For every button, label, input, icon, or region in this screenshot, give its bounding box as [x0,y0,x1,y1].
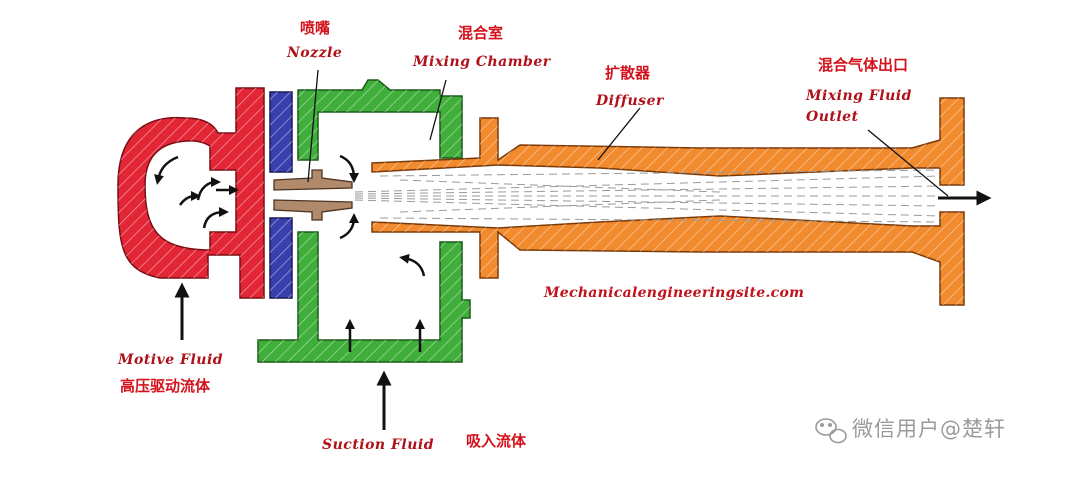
outlet-label-zh: 混合气体出口 [818,56,909,74]
watermark-text: 微信用户@楚轩 [852,417,1006,441]
suction-fluid-label-en: Suction Fluid [322,437,435,453]
jet-stream-lines [354,169,941,223]
outlet-label-en-line2: Outlet [806,109,859,125]
diffuser-body [371,97,965,306]
motive-fluid-label-en: Motive Fluid [118,352,224,368]
website-label: Mechanicalengineeringsite.com [544,285,805,301]
nozzle-label-zh: 喷嘴 [300,19,331,37]
suction-fluid-label-zh: 吸入流体 [466,432,527,450]
mixing-chamber-label-zh: 混合室 [458,24,504,42]
outlet-label-en-line1: Mixing Fluid [806,88,912,104]
motive-fluid-label-zh: 高压驱动流体 [120,377,211,395]
leader-lines [307,69,949,197]
nozzle-label-en: Nozzle [287,45,343,61]
motive-inlet-body [117,87,265,299]
mixing-chamber-label-en: Mixing Chamber [413,54,551,70]
mixing-chamber-body [257,79,471,363]
diffuser-label-zh: 扩散器 [605,64,651,82]
nozzle-plate [269,91,293,299]
flow-arrows [154,154,992,430]
diffuser-label-en: Diffuser [596,93,664,109]
wechat-icon [815,418,847,444]
nozzle [273,169,353,221]
